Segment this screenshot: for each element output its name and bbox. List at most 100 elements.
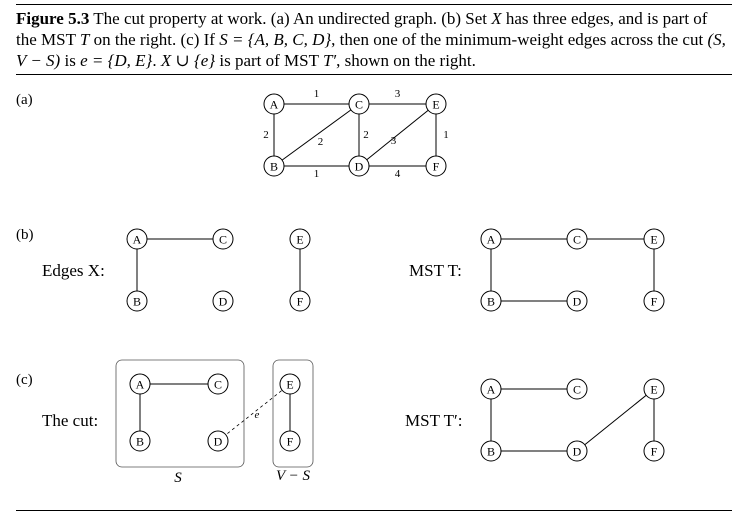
node-label: B xyxy=(487,295,495,309)
graph-b-left-node-f: F xyxy=(289,290,311,312)
node-circle xyxy=(279,373,301,395)
node-label: B xyxy=(133,295,141,309)
node-label: C xyxy=(219,233,227,247)
node-label: C xyxy=(573,383,581,397)
node-label: B xyxy=(136,435,144,449)
graph-c-right-node-f: F xyxy=(643,440,665,462)
graph-a-node-c: C xyxy=(348,93,370,115)
weight-label-b-c: 2 xyxy=(318,136,324,148)
graph-c-right-node-c: C xyxy=(566,378,588,400)
cut-edge-label: e xyxy=(255,409,260,421)
graph-c-left-node-c: C xyxy=(207,373,229,395)
mst-tprime-label: MST T′: xyxy=(405,411,462,430)
node-circle xyxy=(212,290,234,312)
weight-label-c-e: 3 xyxy=(395,88,401,100)
caption-text-8: , shown on the right. xyxy=(336,51,476,70)
graph-c-right-node-d: D xyxy=(566,440,588,462)
node-label: A xyxy=(487,383,496,397)
node-circle xyxy=(643,440,665,462)
node-label: B xyxy=(270,160,278,174)
node-circle xyxy=(129,430,151,452)
node-label: A xyxy=(487,233,496,247)
caption-var-e: e = {D, E} xyxy=(80,51,153,70)
node-circle xyxy=(129,373,151,395)
graph-c-right-node-e: E xyxy=(643,378,665,400)
weight-label-d-e: 3 xyxy=(391,135,397,147)
node-circle xyxy=(480,228,502,250)
node-circle xyxy=(289,290,311,312)
graph-a-node-f: F xyxy=(425,155,447,177)
graph-a-edge-d-e xyxy=(358,103,437,167)
graph-c-left-node-d: D xyxy=(207,430,229,452)
node-label: D xyxy=(573,445,582,459)
node-circle xyxy=(126,228,148,250)
node-circle xyxy=(126,290,148,312)
node-label: D xyxy=(355,160,364,174)
node-circle xyxy=(279,430,301,452)
node-circle xyxy=(566,440,588,462)
weight-label-c-d: 2 xyxy=(363,129,369,141)
node-label: F xyxy=(433,160,440,174)
node-circle xyxy=(643,290,665,312)
node-circle xyxy=(263,155,285,177)
the-cut-label: The cut: xyxy=(42,411,98,430)
set-s-box xyxy=(115,359,245,468)
caption-text-1: The cut property at work. (a) An undirec… xyxy=(89,9,492,28)
set-v-minus-s-box xyxy=(272,359,314,468)
weight-label-a-b: 2 xyxy=(263,129,269,141)
set-v-minus-s-label: V − S xyxy=(276,468,311,484)
node-label: C xyxy=(355,98,363,112)
caption-var-cut: (S, V − S) xyxy=(16,30,726,70)
graph-c-right-node-a: A xyxy=(480,378,502,400)
weight-label-e-f: 1 xyxy=(443,129,449,141)
edges-x-label: Edges X: xyxy=(42,261,105,280)
figure-caption: Figure 5.3 The cut property at work. (a)… xyxy=(16,8,732,71)
weight-label-b-d: 1 xyxy=(314,168,320,180)
node-label: E xyxy=(432,98,439,112)
node-label: E xyxy=(286,378,293,392)
node-circle xyxy=(289,228,311,250)
node-label: A xyxy=(136,378,145,392)
node-circle xyxy=(480,440,502,462)
weight-label-a-c: 1 xyxy=(314,88,320,100)
graph-b-right-node-d: D xyxy=(566,290,588,312)
graph-b-left-node-d: D xyxy=(212,290,234,312)
node-label: A xyxy=(133,233,142,247)
caption-text-5: is xyxy=(60,51,81,70)
graph-c-left-node-e: E xyxy=(279,373,301,395)
caption-var-t: T xyxy=(79,30,90,49)
bottom-rule xyxy=(16,510,732,511)
graph-b-left-node-b: B xyxy=(126,290,148,312)
caption-var-x: X xyxy=(491,9,502,28)
graph-c-right-edge-d-e xyxy=(576,388,655,452)
caption-text-7: is part of MST xyxy=(215,51,323,70)
graph-c-right-node-b: B xyxy=(480,440,502,462)
set-s-label: S xyxy=(174,470,182,486)
node-circle xyxy=(566,378,588,400)
graph-a-node-b: B xyxy=(263,155,285,177)
mst-t-label: MST T: xyxy=(409,261,462,280)
node-label: D xyxy=(573,295,582,309)
panel-b-label: (b) xyxy=(16,227,34,243)
node-circle xyxy=(425,93,447,115)
node-circle xyxy=(566,228,588,250)
node-circle xyxy=(480,378,502,400)
node-circle xyxy=(348,93,370,115)
graph-b-left-node-e: E xyxy=(289,228,311,250)
graph-b-left-node-a: A xyxy=(126,228,148,250)
caption-text-6: . xyxy=(152,51,161,70)
caption-text-4: , then one of the minimum-weight edges a… xyxy=(331,30,708,49)
node-label: A xyxy=(270,98,279,112)
caption-rule xyxy=(16,74,732,75)
node-circle xyxy=(212,228,234,250)
graph-c-left-node-b: B xyxy=(129,430,151,452)
graph-a-node-a: A xyxy=(263,93,285,115)
caption-var-s: S = {A, B, C, D} xyxy=(219,30,332,49)
figure-number: Figure 5.3 xyxy=(16,9,90,28)
node-label: F xyxy=(297,295,304,309)
node-circle xyxy=(425,155,447,177)
node-label: F xyxy=(287,435,294,449)
panel-c-label: (c) xyxy=(16,372,33,388)
node-label: E xyxy=(650,233,657,247)
